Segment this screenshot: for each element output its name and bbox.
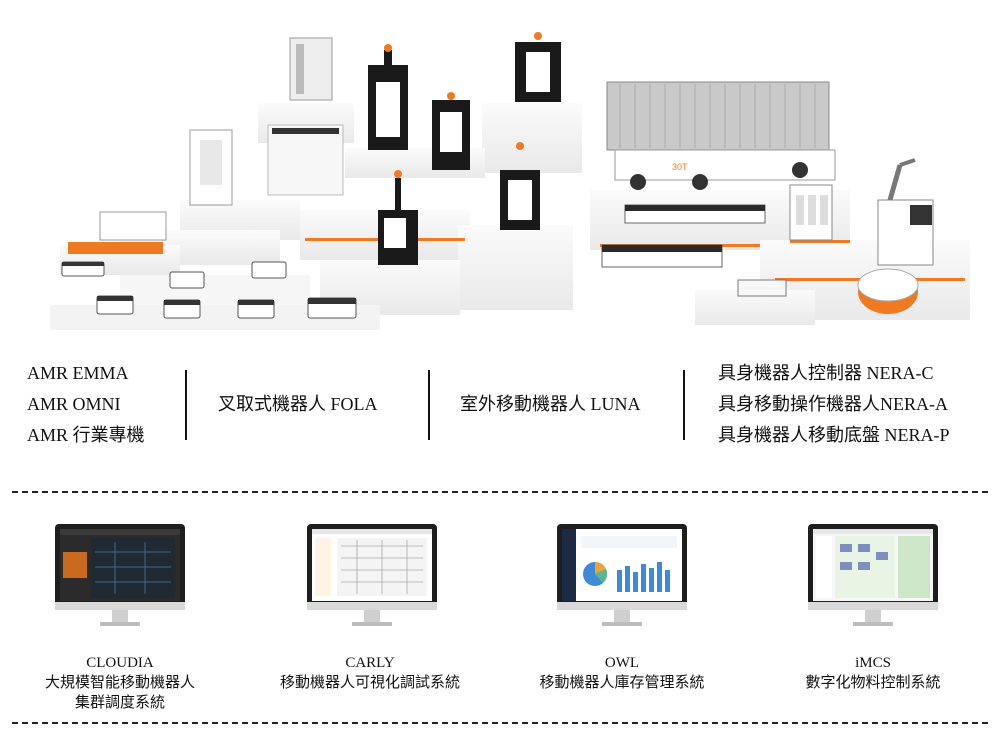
owl-monitor-image — [557, 524, 687, 626]
software-name: OWL — [604, 655, 640, 671]
imcs-monitor-image — [808, 524, 938, 626]
container-capacity-label: 30T — [672, 162, 688, 172]
divider — [185, 370, 187, 440]
dashed-divider-top — [12, 491, 988, 493]
software-desc: 集群調度系統 — [74, 695, 165, 711]
software-desc: 移動機器人庫存管理系統 — [539, 675, 705, 691]
imcs-label: iMCS 數字化物料控制系統 — [753, 653, 993, 693]
software-desc: 數字化物料控制系統 — [805, 675, 941, 691]
cloudia-monitor-image — [55, 524, 185, 626]
product-categories: AMR EMMA AMR OMNI AMR 行業專機 叉取式機器人 FOLA 室… — [0, 358, 1000, 448]
nera-c-label: 具身機器人控制器 NERA-C — [718, 363, 934, 383]
nera-p-label: 具身機器人移動底盤 NERA-P — [718, 425, 950, 445]
robot-lineup-image: 30T — [50, 32, 970, 330]
amr-industry-label: AMR 行業專機 — [27, 425, 145, 445]
divider — [683, 370, 685, 440]
luna-label: 室外移動機器人 LUNA — [460, 394, 641, 414]
cloudia-label: CLOUDIA 大規模智能移動機器人 集群調度系統 — [0, 653, 240, 713]
carly-monitor-image — [307, 524, 437, 626]
nera-a-label: 具身移動操作機器人NERA-A — [718, 394, 948, 414]
amr-omni-label: AMR OMNI — [27, 394, 121, 414]
owl-label: OWL 移動機器人庫存管理系統 — [502, 653, 742, 693]
software-desc: 大規模智能移動機器人 — [44, 675, 195, 691]
carly-label: CARLY 移動機器人可視化調試系統 — [250, 653, 490, 693]
software-name: iMCS — [855, 655, 891, 671]
amr-category: AMR EMMA AMR OMNI AMR 行業專機 — [27, 358, 145, 451]
nera-category: 具身機器人控制器 NERA-C 具身移動操作機器人NERA-A 具身機器人移動底… — [718, 358, 950, 451]
divider — [428, 370, 430, 440]
software-name: CARLY — [345, 655, 395, 671]
dashed-divider-bottom — [12, 722, 988, 724]
fola-label: 叉取式機器人 FOLA — [218, 394, 378, 414]
software-desc: 移動機器人可視化調試系統 — [279, 675, 460, 691]
software-name: CLOUDIA — [86, 655, 154, 671]
amr-emma-label: AMR EMMA — [27, 363, 129, 383]
